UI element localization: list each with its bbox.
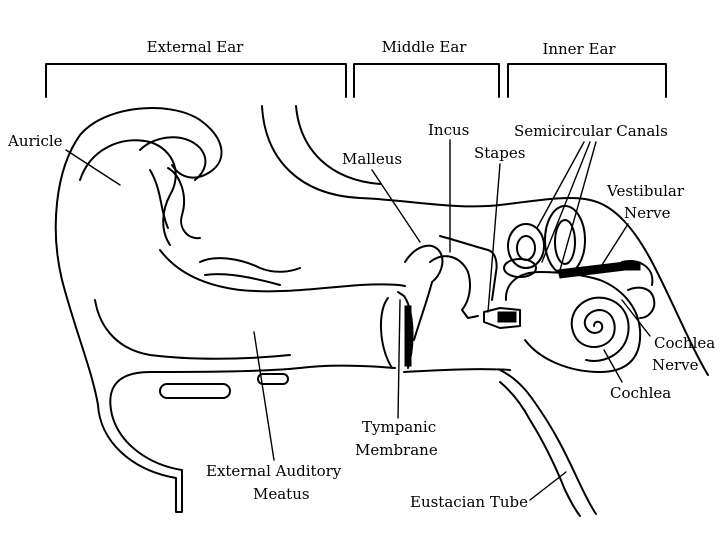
leader-cochlea-nerve (622, 300, 650, 336)
label-cochlea: Cochlea (610, 384, 671, 402)
middle-ear-cavity (404, 236, 510, 372)
label-incus: Incus (428, 121, 469, 139)
semicircular-canal-1 (508, 224, 544, 268)
section-title-inner-ear: Inner Ear (542, 40, 616, 58)
auricle-fold-3 (205, 274, 280, 285)
label-vestibular-nerve-line2: Nerve (624, 204, 671, 222)
section-title-middle-ear: Middle Ear (382, 38, 468, 56)
leader-eustacian-tube (530, 472, 566, 500)
head-outline-inner (296, 106, 380, 184)
auricle-concha (95, 300, 290, 359)
label-malleus: Malleus (342, 150, 402, 168)
leader-auricle (66, 150, 120, 185)
section-title-external-ear: External Ear (147, 38, 245, 56)
auricle-lobe-ring-1 (160, 384, 230, 398)
label-tympanic-membrane-line2: Membrane (355, 441, 438, 459)
leader-external-auditory-meatus (254, 332, 274, 460)
ear-canal-lower (300, 366, 395, 368)
leader-semicircular-2 (542, 142, 590, 262)
leader-tympanic-membrane (398, 300, 400, 418)
middle-ear-bracket (354, 64, 499, 97)
label-cochlea-nerve-line2: Nerve (652, 356, 699, 374)
label-cochlea-nerve-line1: Cochlea (654, 334, 715, 352)
label-external-auditory-meatus-line1: External Auditory (206, 462, 342, 480)
cochlea-spiral (572, 298, 629, 361)
label-vestibular-nerve-line1: Vestibular (606, 182, 685, 200)
external-ear-bracket (46, 64, 346, 97)
label-tympanic-membrane-line1: Tympanic (362, 418, 436, 436)
tympanic-membrane-dark (405, 306, 411, 366)
auricle-fold (140, 137, 205, 180)
ear-canal-upper (160, 250, 405, 291)
auricle-crus-2 (150, 170, 168, 228)
label-eustacian-tube: Eustacian Tube (410, 493, 528, 511)
label-external-auditory-meatus-line2: Meatus (253, 485, 310, 503)
auricle-helix-inner (80, 140, 176, 245)
leader-malleus (372, 170, 420, 242)
label-stapes: Stapes (474, 144, 525, 162)
label-auricle: Auricle (7, 132, 63, 150)
auricle-shape (56, 108, 300, 512)
vestibular-nerve-shape (558, 262, 640, 278)
incus-bone (430, 256, 478, 318)
semicircular-canal-1-inner (517, 236, 535, 260)
inner-ear-bracket (508, 64, 666, 97)
label-semicircular-canals: Semicircular Canals (514, 122, 668, 140)
stapes-footplate (498, 312, 516, 322)
auricle-fold-2 (200, 258, 300, 272)
vestibule-outline (506, 272, 640, 372)
